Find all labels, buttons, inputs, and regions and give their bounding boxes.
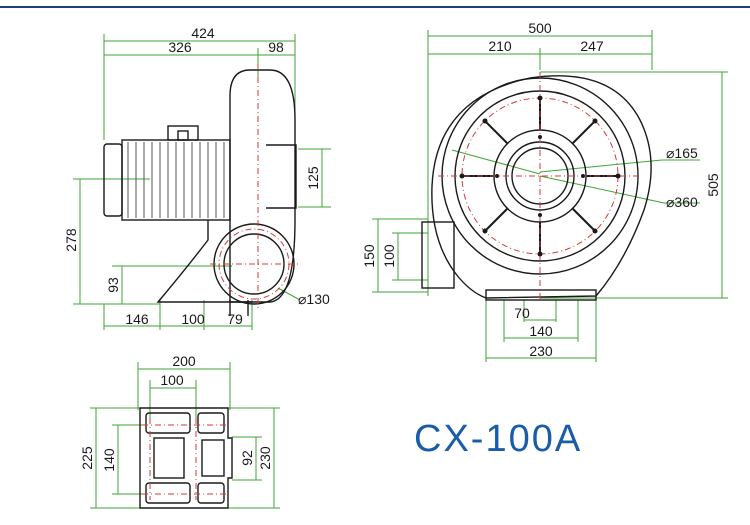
dim-motor-section: 326 bbox=[168, 39, 192, 55]
front-view-bolt-holes bbox=[459, 95, 621, 257]
dim-housing-diameter: ⌀360 bbox=[666, 194, 698, 210]
dim-overall-width-side: 424 bbox=[191, 25, 215, 41]
dim-inlet-height: 125 bbox=[305, 166, 321, 190]
dim-outlet-offset: 79 bbox=[227, 311, 243, 327]
side-view-center-lines bbox=[210, 64, 298, 310]
bottom-view-dimension-lines bbox=[90, 362, 280, 509]
dim-bottom-overall-width: 200 bbox=[172, 353, 196, 369]
model-title: CX-100A bbox=[414, 418, 582, 460]
bottom-view-center-lines bbox=[142, 418, 228, 500]
dim-outer-depth: 230 bbox=[257, 446, 273, 470]
dim-base-inner: 70 bbox=[514, 305, 530, 321]
dim-left-span: 210 bbox=[488, 38, 512, 54]
dim-right-span: 247 bbox=[580, 38, 604, 54]
side-view: 424 326 98 125 278 93 146 100 79 ⌀130 bbox=[63, 25, 331, 330]
dim-inlet-diameter: ⌀165 bbox=[666, 145, 698, 161]
dim-outlet-center-height: 93 bbox=[105, 277, 121, 293]
side-view-motor-fins bbox=[127, 142, 225, 218]
dim-base-offset: 146 bbox=[125, 311, 149, 327]
dim-total-height: 278 bbox=[63, 228, 79, 252]
dim-outlet-height-inner: 100 bbox=[381, 244, 397, 268]
front-view: 500 210 247 505 ⌀165 ⌀360 150 100 70 140… bbox=[361, 20, 728, 362]
dim-base-middle: 140 bbox=[529, 323, 553, 339]
dim-overall-width-front: 500 bbox=[528, 20, 552, 36]
bottom-view-outline bbox=[139, 407, 233, 509]
dim-hole-spacing-x: 100 bbox=[160, 372, 184, 388]
dim-inner-depth: 92 bbox=[239, 450, 255, 466]
dim-housing-depth: 98 bbox=[268, 39, 284, 55]
bottom-view: 200 100 225 140 92 230 bbox=[79, 353, 280, 509]
dim-outlet-diameter: ⌀130 bbox=[298, 291, 330, 307]
dim-outlet-height-outer: 150 bbox=[361, 244, 377, 268]
side-view-dimension-lines bbox=[73, 34, 331, 330]
dim-base-outer: 230 bbox=[529, 343, 553, 359]
dim-bottom-overall-depth: 225 bbox=[79, 446, 95, 470]
front-view-dimension-lines bbox=[372, 30, 728, 362]
dim-overall-height-front: 505 bbox=[705, 173, 721, 197]
dim-base-spacing: 100 bbox=[181, 311, 205, 327]
front-view-outline bbox=[421, 75, 652, 301]
dim-hole-spacing-y: 140 bbox=[101, 448, 117, 472]
